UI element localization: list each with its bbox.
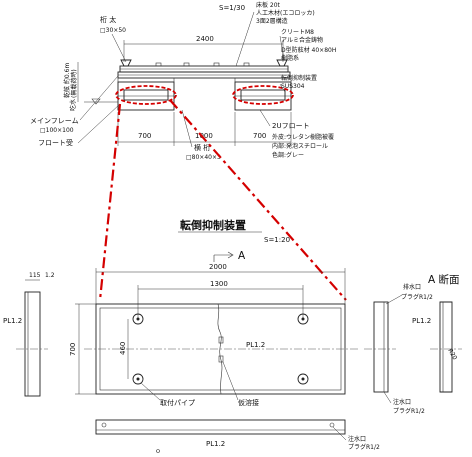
- mount-hole-4: [297, 373, 309, 385]
- mount-hole-2: [297, 313, 309, 325]
- dim-left-text: 700: [138, 132, 151, 140]
- weld-leader: [222, 361, 239, 401]
- drain-lower-leader: [332, 426, 347, 441]
- cleat-label-2: アルミ合金鋳物: [281, 36, 323, 44]
- side-view-left: [24, 291, 41, 397]
- drain-top-leader: [385, 294, 403, 305]
- weld-mark-2: [218, 355, 224, 363]
- mount-pipe-leader: [140, 382, 161, 401]
- drain-bottom-label-1: 注水口: [393, 398, 411, 406]
- joint-mark-4: [243, 62, 250, 67]
- weld-mark-1: [218, 336, 224, 344]
- cleat-right: [276, 59, 288, 67]
- cleat-leader: [279, 35, 285, 61]
- hole-center-1: [136, 317, 140, 321]
- kuiten-label: 桁 太: [100, 15, 116, 24]
- highlight-leader-right: [169, 99, 347, 301]
- dim-mid-text: 1000: [195, 132, 213, 140]
- beam-label: 横 桁: [194, 143, 210, 152]
- dim-holes-text: 1300: [210, 280, 228, 288]
- section-view-a: [373, 301, 389, 393]
- side-plate-label: PL1.2: [3, 317, 22, 325]
- dim-overall-text: 2400: [196, 35, 214, 43]
- bottom-view: [95, 419, 346, 435]
- cleat-left: [120, 59, 132, 67]
- section-plate-label: PL1.2: [412, 317, 431, 325]
- float-label-4: 色調:グレー: [272, 151, 304, 159]
- joint-mark-1: [155, 62, 162, 67]
- dim-width-text: 2000: [209, 263, 227, 271]
- joint-mark-2: [183, 62, 190, 67]
- float-label-3: 内部:発泡スチロール: [272, 142, 328, 150]
- highlight-leader-left: [98, 103, 122, 301]
- overall-view: S=1/30 2400: [30, 1, 336, 161]
- detail-title: 転倒抑制装置: [180, 218, 246, 232]
- hole-center-2: [301, 317, 305, 321]
- antiroll-left: [123, 89, 169, 101]
- antiroll-detail: 転倒抑制装置 S=1:20 A 2000 1300 PL1.2: [3, 218, 462, 453]
- height-label-1: 乾舷 約0.6m: [63, 63, 71, 98]
- antiroll-leader: [279, 83, 286, 93]
- fender-label-2: 樹脂系: [281, 54, 299, 62]
- section-title: A 断面: [428, 273, 460, 286]
- kuiten-size: □30×50: [100, 27, 126, 34]
- view-arrow-head: [227, 251, 234, 259]
- drain-top-label-2: プラグR1/2: [401, 293, 433, 301]
- mount-pipe-label: 取付パイプ: [160, 398, 195, 407]
- antiroll-right: [240, 89, 286, 101]
- detail-scale: S=1:20: [264, 236, 290, 244]
- weld-label: 仮溶接: [238, 398, 259, 407]
- dim-side-2: 1.2: [45, 272, 55, 279]
- antiroll-label-2: SUS304: [281, 83, 305, 90]
- float-label-2: 外皮:ウレタン樹脂被覆: [272, 133, 334, 141]
- hole-center-3: [136, 377, 140, 381]
- deck-label-1: 床板 20t: [256, 1, 281, 9]
- main-frame-size: □100×100: [40, 127, 74, 134]
- dim-side-1: 115: [29, 272, 41, 279]
- dim-hole-v-text: 460: [119, 342, 127, 355]
- drain-lower-label-2: プラグR1/2: [348, 443, 380, 451]
- radius-label: R20: [446, 348, 458, 362]
- draft-label: 吃水: [69, 99, 77, 111]
- bottom-mark: [156, 449, 160, 453]
- plate-label: PL1.2: [246, 341, 265, 349]
- bottom-plug-right: [329, 422, 335, 428]
- kuiten-leader: [111, 33, 127, 63]
- dim-right-text: 700: [253, 132, 266, 140]
- deck-label-2: 人工木材(エコロッカ): [256, 9, 315, 17]
- water-level-mark: [91, 98, 101, 105]
- highlight-ellipse-right: [232, 85, 294, 105]
- deck-label-3: 3面2層構造: [256, 17, 288, 25]
- drain-lower-label-1: 注水口: [348, 435, 366, 443]
- drain-bottom-label-2: プラグR1/2: [393, 407, 425, 415]
- view-arrow-label: A: [238, 250, 246, 262]
- bottom-plate-label: PL1.2: [206, 440, 225, 448]
- float-receiver-label: フロート受: [38, 138, 73, 147]
- bottom-plug-left: [101, 422, 107, 428]
- antiroll-label-1: 転倒抑制装置: [281, 74, 317, 82]
- section-view-b: [439, 301, 453, 393]
- mount-hole-1: [132, 313, 144, 325]
- float-receiver-leader: [77, 103, 121, 144]
- dim-height-text: 700: [69, 343, 77, 356]
- main-frame-label: メインフレーム: [30, 117, 79, 125]
- drain-bottom-leader: [383, 391, 392, 404]
- float-leader: [259, 109, 271, 127]
- beam-size: □80×40×3: [186, 154, 221, 161]
- cleat-label-1: クリートM8: [281, 29, 314, 36]
- height-label-2: (無載荷時): [70, 69, 78, 98]
- main-frame-leader: [79, 75, 119, 121]
- deck-leader: [235, 11, 255, 67]
- drain-top-label-1: 排水口: [403, 283, 421, 291]
- break-line: [217, 303, 223, 395]
- beam-leader: [181, 109, 193, 148]
- fender-label-1: D型防舷材 40×80H: [281, 46, 336, 54]
- hole-center-4: [301, 377, 305, 381]
- top-scale-label: S=1/30: [219, 4, 245, 12]
- mount-hole-3: [132, 373, 144, 385]
- highlight-ellipse-left: [115, 85, 177, 105]
- joint-mark-3: [213, 62, 220, 67]
